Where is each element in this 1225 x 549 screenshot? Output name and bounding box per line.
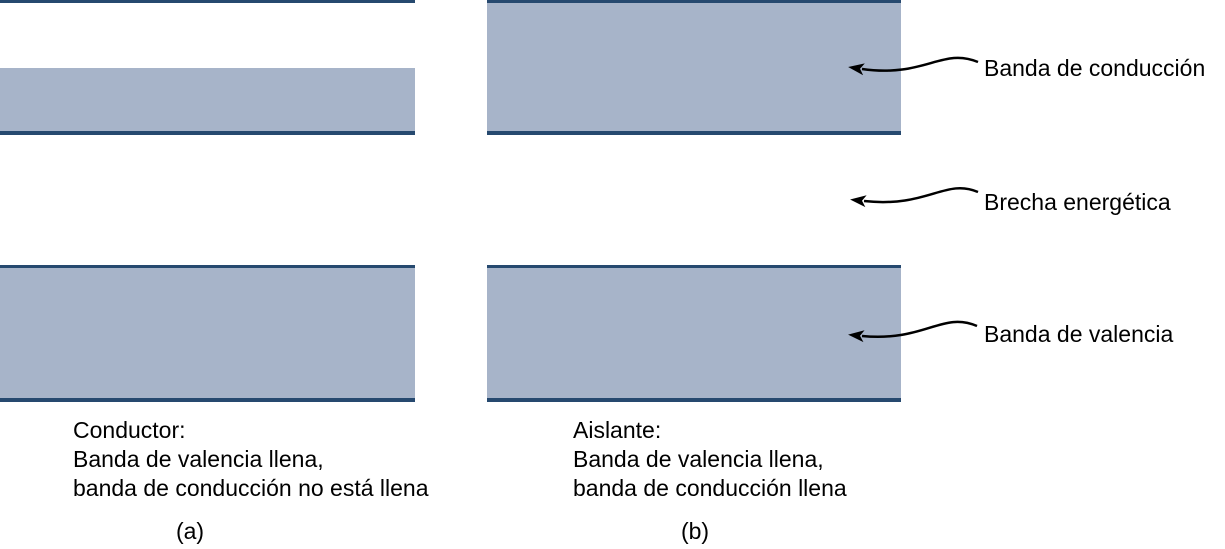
conductor-caption-line-3: banda de conducción no está llena	[73, 475, 429, 501]
conductor-conduction-band	[0, 0, 415, 135]
conductor-caption-line-2: Banda de valencia llena,	[73, 446, 324, 472]
energy-gap-label: Brecha energética	[984, 189, 1171, 215]
energy-gap-arrow	[850, 187, 979, 208]
conductor-caption-line-1: Conductor:	[73, 417, 186, 443]
conductor-conduction-band-partial-fill	[0, 68, 415, 131]
conductor-caption: Conductor: Banda de valencia llena, band…	[73, 416, 429, 503]
insulator-caption-line-3: banda de conducción llena	[573, 475, 847, 501]
conduction-band-label: Banda de conducción	[984, 55, 1206, 81]
panel-a-index-label: (a)	[175, 518, 205, 544]
insulator-valence-band	[487, 265, 901, 402]
insulator-caption-line-2: Banda de valencia llena,	[573, 446, 824, 472]
panel-b-index-label: (b)	[680, 518, 710, 544]
valence-band-label: Banda de valencia	[984, 321, 1174, 347]
insulator-caption-line-1: Aislante:	[573, 417, 662, 443]
insulator-caption: Aislante: Banda de valencia llena, banda…	[573, 416, 847, 503]
insulator-conduction-band	[487, 0, 901, 135]
conductor-valence-band	[0, 265, 415, 402]
